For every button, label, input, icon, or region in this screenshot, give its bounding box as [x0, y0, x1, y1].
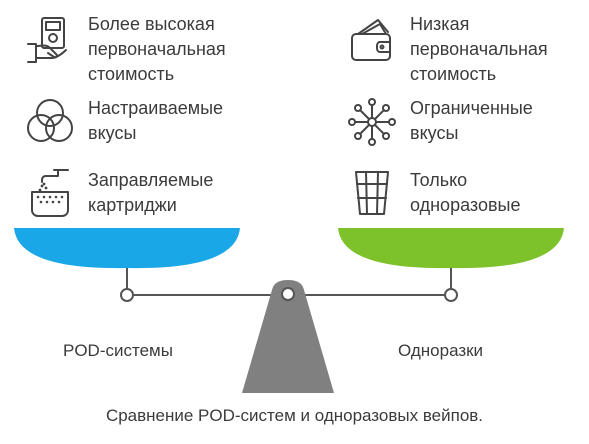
left-side-label: POD-системы [63, 341, 173, 360]
left-item-cost-label: Более высокая первоначальная стоимость [88, 14, 226, 84]
right-item-flavors: Ограниченные вкусы [346, 96, 533, 148]
overlapping-circles-icon [27, 99, 73, 142]
network-nodes-icon [348, 98, 396, 146]
trash-bin-icon [355, 171, 389, 215]
faucet-refill-icon [31, 169, 69, 217]
right-item-disposable: Только одноразовые [346, 166, 520, 218]
right-side-label: Одноразки [398, 341, 484, 360]
left-item-refill: Заправляемые картриджи [24, 166, 213, 218]
left-pan [14, 228, 240, 269]
left-item-flavors-label: Настраиваемые вкусы [88, 98, 224, 143]
right-pan [338, 228, 564, 269]
left-item-cost: Более высокая первоначальная стоимость [24, 14, 226, 84]
money-hand-icon [27, 17, 67, 63]
right-item-disposable-label: Только одноразовые [410, 170, 521, 215]
left-item-refill-label: Заправляемые картриджи [88, 170, 214, 215]
right-item-cost: Низкая первоначальная стоимость [346, 14, 548, 84]
wallet-icon [351, 19, 391, 61]
scale-stand [242, 280, 334, 393]
left-item-flavors: Настраиваемые вкусы [24, 96, 223, 148]
right-item-cost-label: Низкая первоначальная стоимость [410, 14, 548, 84]
left-beam-end [120, 288, 134, 302]
right-beam-end [444, 288, 458, 302]
pivot-icon [281, 287, 295, 301]
diagram-caption: Сравнение POD-систем и одноразовых вейпо… [105, 406, 484, 425]
right-item-flavors-label: Ограниченные вкусы [410, 98, 533, 143]
